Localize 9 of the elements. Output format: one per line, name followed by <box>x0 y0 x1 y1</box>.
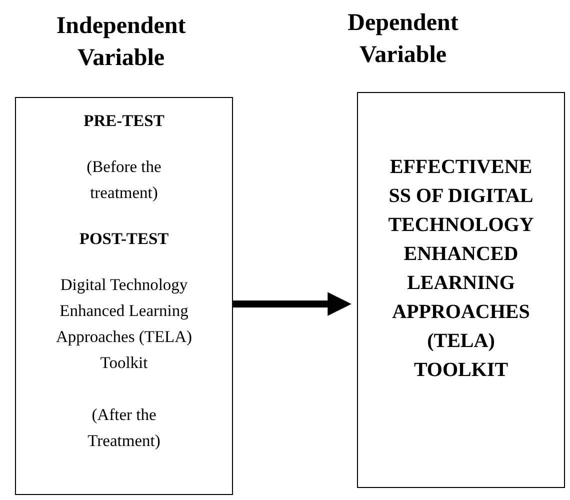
description-text: Digital Technology Enhanced Learning Approaches (TELA) Toolkit <box>54 274 194 374</box>
note-text: (Before the treatment) <box>86 156 162 204</box>
outcome-text: EFFECTIVENE SS OF DIGITAL TECHNOLOGY ENHANCED LEARNING APPROACHES (TELA) TOOLKIT <box>387 155 535 383</box>
section-heading: PRE-TEST <box>82 110 166 132</box>
variable-heading: Independent Variable <box>55 12 187 73</box>
section-heading: POST-TEST <box>78 228 170 250</box>
note-text: (After the Treatment) <box>86 404 162 452</box>
variable-heading: Dependent Variable <box>346 9 460 70</box>
arrow <box>233 292 352 316</box>
